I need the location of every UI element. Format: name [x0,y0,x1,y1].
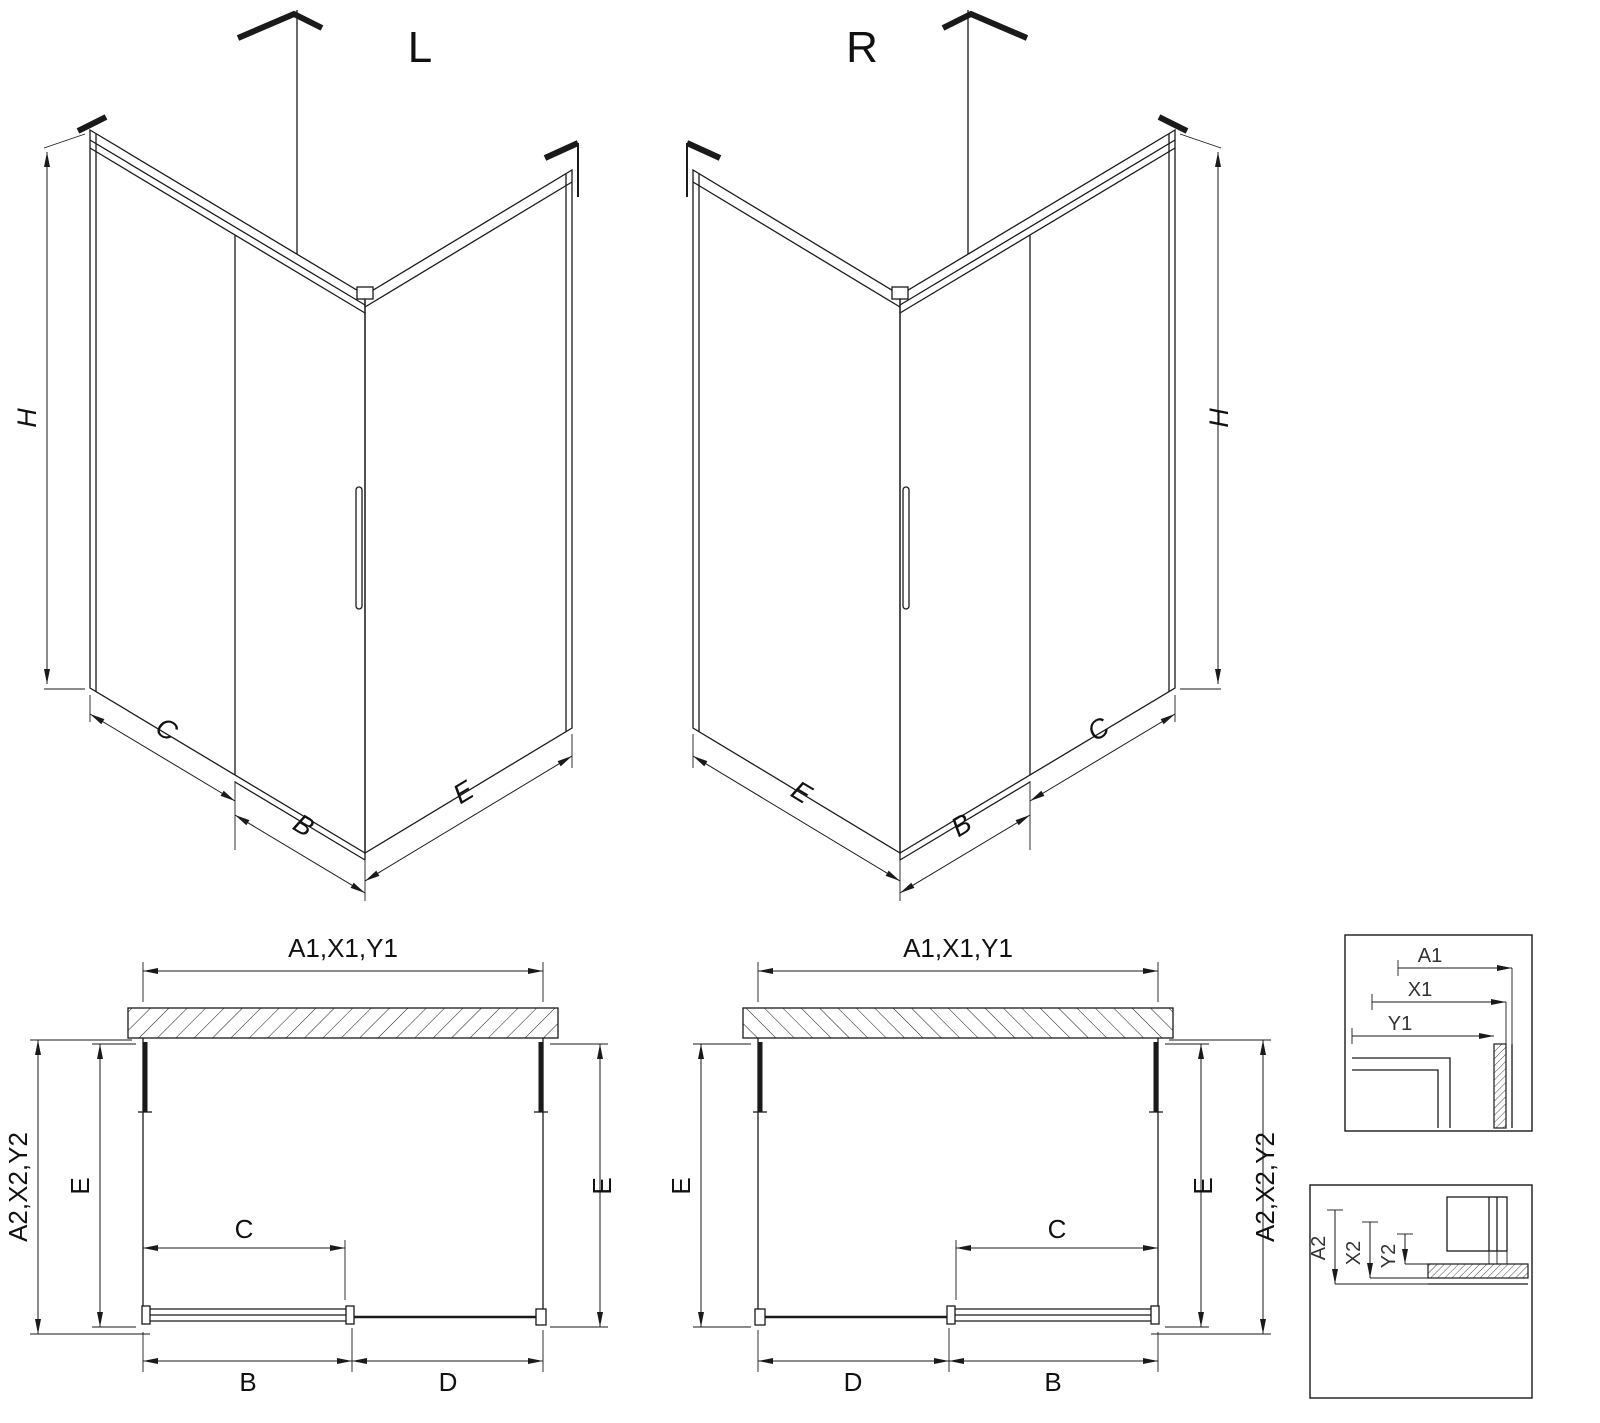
plan-right-dim-b-label: B [1044,1367,1061,1397]
plan-left-dim-c-label: C [235,1214,254,1244]
plan-left-dim-width-label: A1,X1,Y1 [288,933,398,963]
iso-right-dim-e-label: E [786,775,818,811]
iso-view-right-geometry [687,10,1221,901]
detail-bottom-dim-y2-label: Y2 [1378,1244,1400,1268]
plan-right-labels: A1,X1,Y1 E E A2,X2,Y2 C D B [666,933,1280,1397]
detail-top-dim-a1-label: A1 [1418,945,1442,967]
iso-view-left-geometry [43,10,580,901]
plan-right-dim-c-label: C [1048,1214,1067,1244]
plan-view-right-geometry [693,962,1271,1372]
plan-right-dim-e-left-label: E [666,1177,696,1194]
plan-left-dim-d-label: D [439,1367,458,1397]
detail-bottom-dim-x2-label: X2 [1343,1241,1365,1265]
plan-left-dim-e-right-label: E [587,1177,617,1194]
plan-right-dim-d-label: D [844,1367,863,1397]
iso-right-dim-c-label: C [1082,711,1115,747]
iso-right-dim-b-label: B [946,808,977,843]
iso-left-dim-e-label: E [448,774,480,810]
detail-bottom-dim-a2-label: A2 [1308,1236,1330,1260]
plan-left-dim-depth-label: A2,X2,Y2 [3,1132,33,1242]
iso-left-labels: L H C B E [12,23,480,843]
detail-view-top: A1 X1 Y1 [1344,934,1533,1132]
plan-right-dim-e-right-label: E [1188,1177,1218,1194]
detail-top-dim-y1-label: Y1 [1388,1013,1412,1035]
detail-top-dim-x1-label: X1 [1408,979,1432,1001]
iso-left-dim-b-label: B [288,808,319,843]
iso-right-labels: R H E B C [786,23,1234,843]
plan-left-dim-e-left-label: E [65,1177,95,1194]
plan-left-dim-b-label: B [239,1367,256,1397]
plan-right-dim-width-label: A1,X1,Y1 [903,933,1013,963]
variant-right-title: R [846,23,878,72]
plan-view-left-geometry [30,962,608,1372]
iso-left-dim-c-label: C [151,711,184,747]
plan-right-dim-depth-label: A2,X2,Y2 [1250,1132,1280,1242]
detail-view-bottom: A2 X2 Y2 [1308,1184,1533,1399]
variant-left-title: L [408,23,432,72]
iso-right-dim-h-label: H [1204,408,1234,428]
plan-left-labels: A1,X1,Y1 A2,X2,Y2 E E C B D [3,933,617,1397]
iso-left-dim-h-label: H [12,408,42,428]
